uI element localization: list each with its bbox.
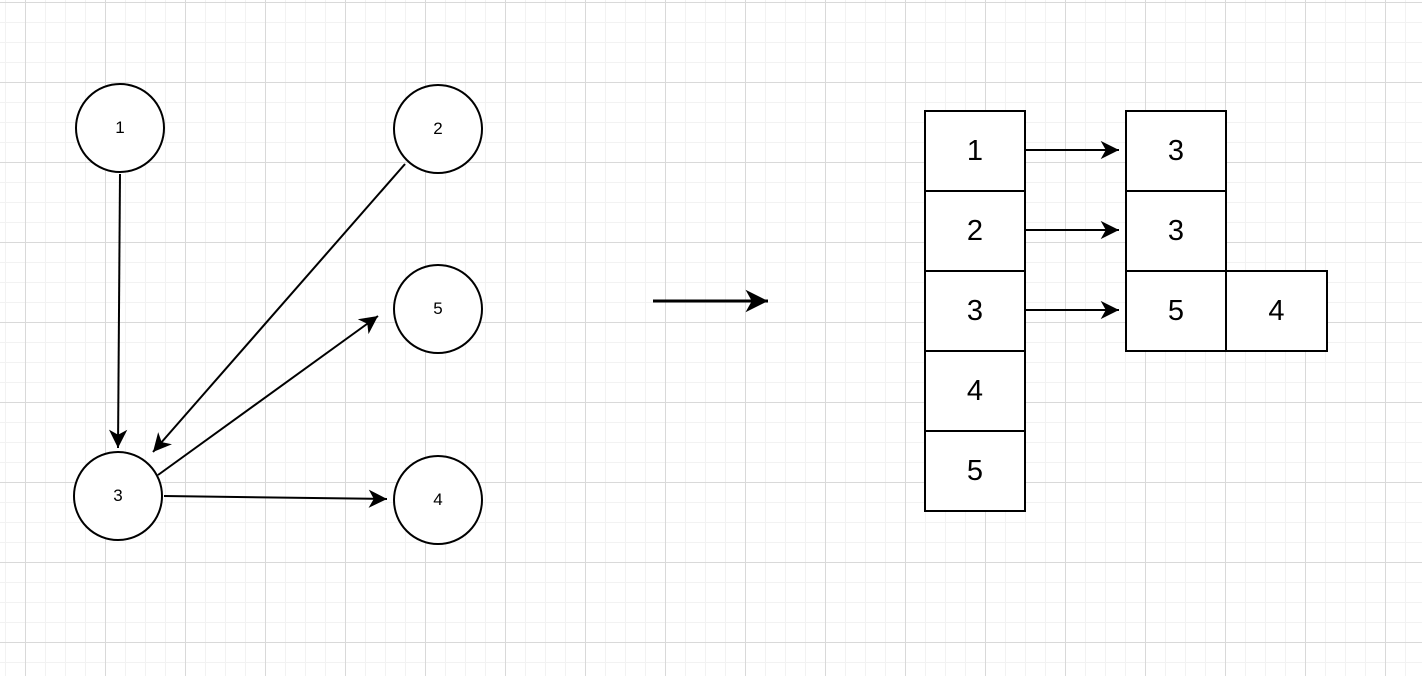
vertex-cell-4-label: 4 [966, 374, 984, 407]
vertex-cell-3-label: 3 [966, 294, 984, 327]
neighbor-cell-row3-b-label: 4 [1268, 294, 1285, 327]
edge-2-to-3[interactable] [152, 163, 406, 453]
vertex-cell-2-label: 2 [966, 214, 984, 247]
neighbor-cell-row3-a[interactable]: 5 [1125, 270, 1227, 352]
neighbor-cell-row1-a[interactable]: 3 [1125, 110, 1227, 192]
graph-node-5[interactable]: 5 [393, 264, 483, 354]
graph-node-2-label: 2 [433, 119, 443, 138]
vertex-cell-4[interactable]: 4 [924, 350, 1026, 432]
graph-node-2[interactable]: 2 [393, 84, 483, 174]
edge-1-to-3[interactable] [108, 173, 128, 449]
vertex-cell-3[interactable]: 3 [924, 270, 1026, 352]
graph-node-3[interactable]: 3 [73, 451, 163, 541]
graph-node-4-label: 4 [433, 490, 443, 509]
vertex-cell-1[interactable]: 1 [924, 110, 1026, 192]
edge-3-to-4[interactable] [163, 489, 388, 508]
graph-node-3-label: 3 [113, 486, 123, 505]
neighbor-cell-row2-a[interactable]: 3 [1125, 190, 1227, 272]
vertex-cell-2[interactable]: 2 [924, 190, 1026, 272]
graph-node-1[interactable]: 1 [75, 83, 165, 173]
neighbor-cell-row1-a-label: 3 [1167, 134, 1185, 167]
vertex-cell-5-label: 5 [966, 454, 984, 487]
edge-3-to-5[interactable] [157, 315, 379, 476]
neighbor-cell-row3-a-label: 5 [1167, 294, 1185, 327]
neighbor-cell-row2-a-label: 3 [1167, 214, 1185, 247]
graph-node-1-label: 1 [115, 118, 125, 137]
graph-node-4[interactable]: 4 [393, 455, 483, 545]
neighbor-cell-row3-b[interactable]: 4 [1225, 270, 1328, 352]
graph-node-5-label: 5 [433, 299, 443, 318]
vertex-cell-5[interactable]: 5 [924, 430, 1026, 512]
vertex-cell-1-label: 1 [966, 134, 984, 167]
